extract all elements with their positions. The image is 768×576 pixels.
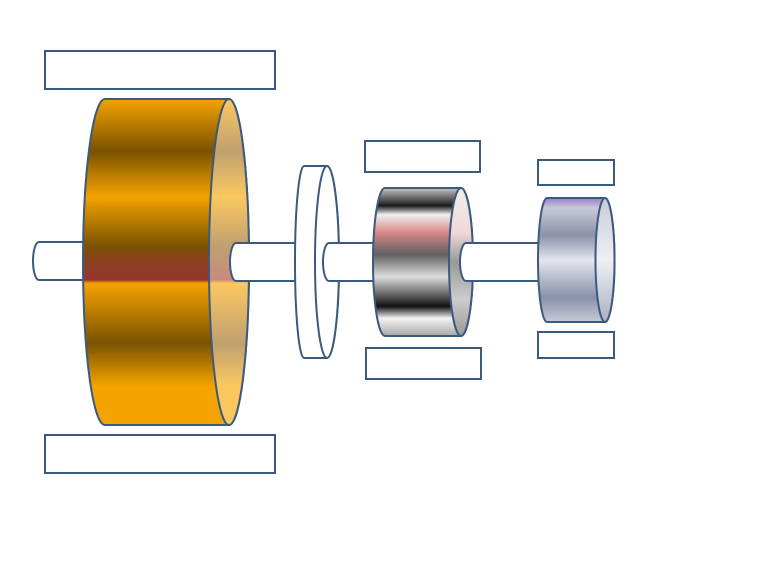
small-cylinder-bottom-label xyxy=(537,331,615,359)
shaft-segment-1 xyxy=(229,242,305,282)
large-cylinder-top-label xyxy=(44,50,276,90)
large-cylinder-bottom-label xyxy=(44,434,276,474)
small-cylinder-end-face xyxy=(594,197,616,323)
middle-cylinder-top-label xyxy=(364,140,481,173)
small-cylinder-top-label xyxy=(537,159,615,186)
middle-cylinder-bottom-label xyxy=(365,347,482,380)
shaft-segment-3 xyxy=(459,242,550,282)
